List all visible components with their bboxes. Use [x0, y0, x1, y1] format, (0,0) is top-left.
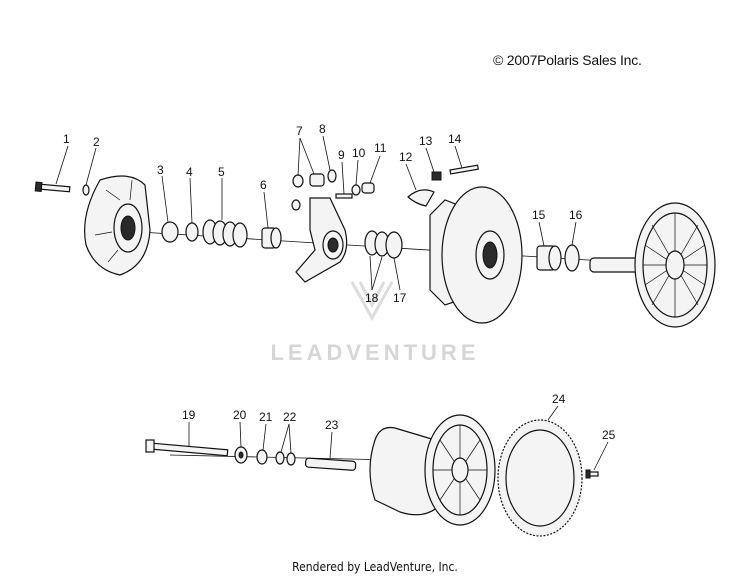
part-screw-25: [585, 469, 599, 479]
part-bushing-11: [361, 182, 375, 194]
part-moveable-sheave: [429, 186, 523, 324]
part-weight: [407, 189, 435, 207]
callout-17: 17: [393, 291, 407, 305]
callout-10: 10: [352, 146, 366, 160]
part-ring-3: [161, 221, 179, 243]
callout-11: 11: [374, 141, 387, 155]
part-shaft-23: [304, 457, 357, 471]
part-bolt-14: [449, 164, 479, 175]
callout-7: 7: [296, 124, 303, 138]
part-ring-22a: [275, 451, 285, 465]
part-pin: [335, 193, 353, 199]
part-ring-17: [385, 231, 403, 259]
callout-20: 20: [233, 408, 247, 422]
part-ring-gear: [497, 419, 583, 537]
part-washer-10: [351, 184, 361, 196]
part-stationary-sheave: [589, 202, 716, 328]
callout-19: 19: [182, 408, 196, 422]
part-ring-4: [185, 222, 199, 242]
callout-21: 21: [259, 410, 273, 424]
callout-8: 8: [319, 122, 326, 136]
callout-24: 24: [552, 392, 566, 406]
callout-14: 14: [448, 132, 462, 146]
callout-12: 12: [399, 150, 413, 164]
part-nut: [431, 171, 442, 181]
callout-3: 3: [157, 163, 164, 177]
callout-4: 4: [186, 165, 193, 179]
callout-16: 16: [569, 208, 583, 222]
leader-lines: [55, 135, 609, 471]
watermark-logo: [350, 281, 394, 322]
part-cover-plate: [84, 175, 151, 276]
callout-15: 15: [532, 208, 546, 222]
callout-5: 5: [218, 165, 225, 179]
part-ring-16: [564, 244, 580, 272]
part-spring: [202, 219, 248, 248]
part-rollers: [291, 169, 337, 211]
part-bolt: [34, 181, 71, 193]
callout-25: 25: [602, 428, 616, 442]
callout-23: 23: [325, 418, 339, 432]
watermark-text: LEADVENTURE: [270, 340, 480, 365]
part-washer: [82, 184, 90, 196]
callout-6: 6: [260, 178, 267, 192]
part-ring-22b: [286, 452, 296, 466]
callout-13: 13: [419, 134, 433, 148]
callout-1: 1: [63, 132, 70, 146]
callout-18: 18: [365, 291, 379, 305]
callout-2: 2: [93, 135, 100, 149]
copyright-text: © 2007Polaris Sales Inc.: [493, 52, 642, 68]
callout-9: 9: [338, 148, 345, 162]
part-washer-20: [234, 446, 248, 464]
part-bolt-19: [145, 439, 229, 457]
callout-22: 22: [283, 410, 297, 424]
part-clutch-assembly: [369, 414, 496, 526]
part-bearing-15: [536, 245, 562, 271]
part-spider: [295, 197, 348, 283]
part-bushing: [261, 227, 282, 249]
footer-text: Rendered by LeadVenture, Inc.: [292, 560, 458, 574]
part-ring-21: [256, 449, 268, 465]
